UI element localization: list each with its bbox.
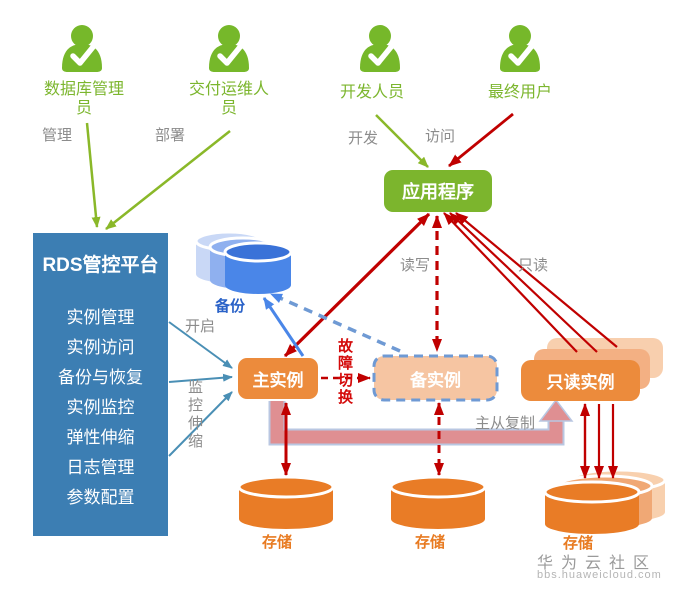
- rds-item-param-config: 参数配置: [66, 487, 135, 507]
- arrow-enable: [168, 321, 233, 369]
- watermark-site-url: bbs.huaweicloud.com: [537, 569, 662, 581]
- arrow-app-replica-2: [449, 212, 598, 353]
- storage-label-standby: 存储: [414, 534, 445, 551]
- backup-cylinder-icon: [194, 230, 293, 294]
- deploy-edge-label: 部署: [155, 127, 186, 144]
- enduser-actor-label: 最终用户: [487, 84, 552, 101]
- failover-edge-label: 故障切换: [336, 338, 353, 406]
- enduser-user-icon: [500, 25, 540, 72]
- replication-edge-label: 主从复制: [475, 415, 536, 432]
- develop-edge-label: 开发: [348, 130, 379, 147]
- manage-edge-label: 管理: [42, 127, 73, 144]
- ops-user-icon: [209, 25, 249, 72]
- rds-platform-title: RDS管控平台: [42, 255, 159, 276]
- rds-platform-item-list: 实例管理 实例访问 备份与恢复 实例监控 弹性伸缩 日志管理 参数配置: [35, 300, 166, 510]
- storage-cylinder-replica-stack: [543, 468, 667, 534]
- arrow-standby-backup: [270, 292, 401, 353]
- storage-label-replica: 存储: [562, 535, 593, 552]
- arrow-monitor: [168, 373, 233, 383]
- storage-cylinder-standby: [389, 475, 487, 529]
- rds-item-backup-restore: 备份与恢复: [58, 367, 143, 387]
- application-box: [384, 170, 492, 212]
- rds-platform-box: [33, 233, 168, 536]
- access-edge-label: 访问: [425, 128, 456, 145]
- arrow-manage: [85, 122, 101, 228]
- primary-instance-box: [238, 358, 318, 399]
- dba-user-icon: [62, 25, 102, 72]
- monitor-scale-edge-label: 监控伸缩: [186, 379, 203, 451]
- developer-actor-label: 开发人员: [339, 84, 404, 101]
- arrow-scale: [168, 391, 233, 457]
- standby-instance-node: 备实例: [410, 370, 461, 390]
- read-only-edge-label: 只读: [518, 257, 549, 274]
- storage-label-primary: 存储: [261, 534, 292, 551]
- enable-edge-label: 开启: [185, 318, 216, 335]
- arrow-app-primary-readwrite: [283, 212, 431, 358]
- dba-actor-label: 数据库管理 员: [43, 81, 124, 118]
- ops-actor-label: 交付运维人 员: [188, 81, 269, 118]
- rds-item-instance-access: 实例访问: [66, 337, 135, 357]
- rds-item-elastic-scale: 弹性伸缩: [66, 427, 135, 447]
- read-replica-node: 只读实例: [546, 373, 615, 392]
- storage-cylinder-primary: [237, 475, 335, 529]
- watermark-community-name: 华为云社区: [537, 555, 658, 572]
- arrow-replication: [268, 398, 574, 446]
- read-write-edge-label: 读写: [400, 257, 431, 274]
- arrow-develop: [375, 114, 429, 168]
- rds-item-instance-mgmt: 实例管理: [66, 307, 135, 327]
- read-replica-box: [521, 360, 640, 401]
- rds-item-instance-monitor: 实例监控: [66, 397, 135, 417]
- rds-item-log-mgmt: 日志管理: [66, 457, 135, 477]
- arrow-deploy: [105, 130, 231, 230]
- developer-user-icon: [360, 25, 400, 72]
- standby-instance-box: [372, 354, 499, 402]
- application-node: 应用程序: [402, 182, 474, 202]
- arrow-access: [448, 112, 514, 168]
- arrow-app-replica-3: [455, 212, 618, 348]
- primary-instance-node: 主实例: [252, 371, 304, 390]
- backup-label: 备份: [214, 298, 245, 315]
- arrow-primary-backup: [262, 297, 305, 357]
- arrow-app-replica-1: [443, 212, 578, 353]
